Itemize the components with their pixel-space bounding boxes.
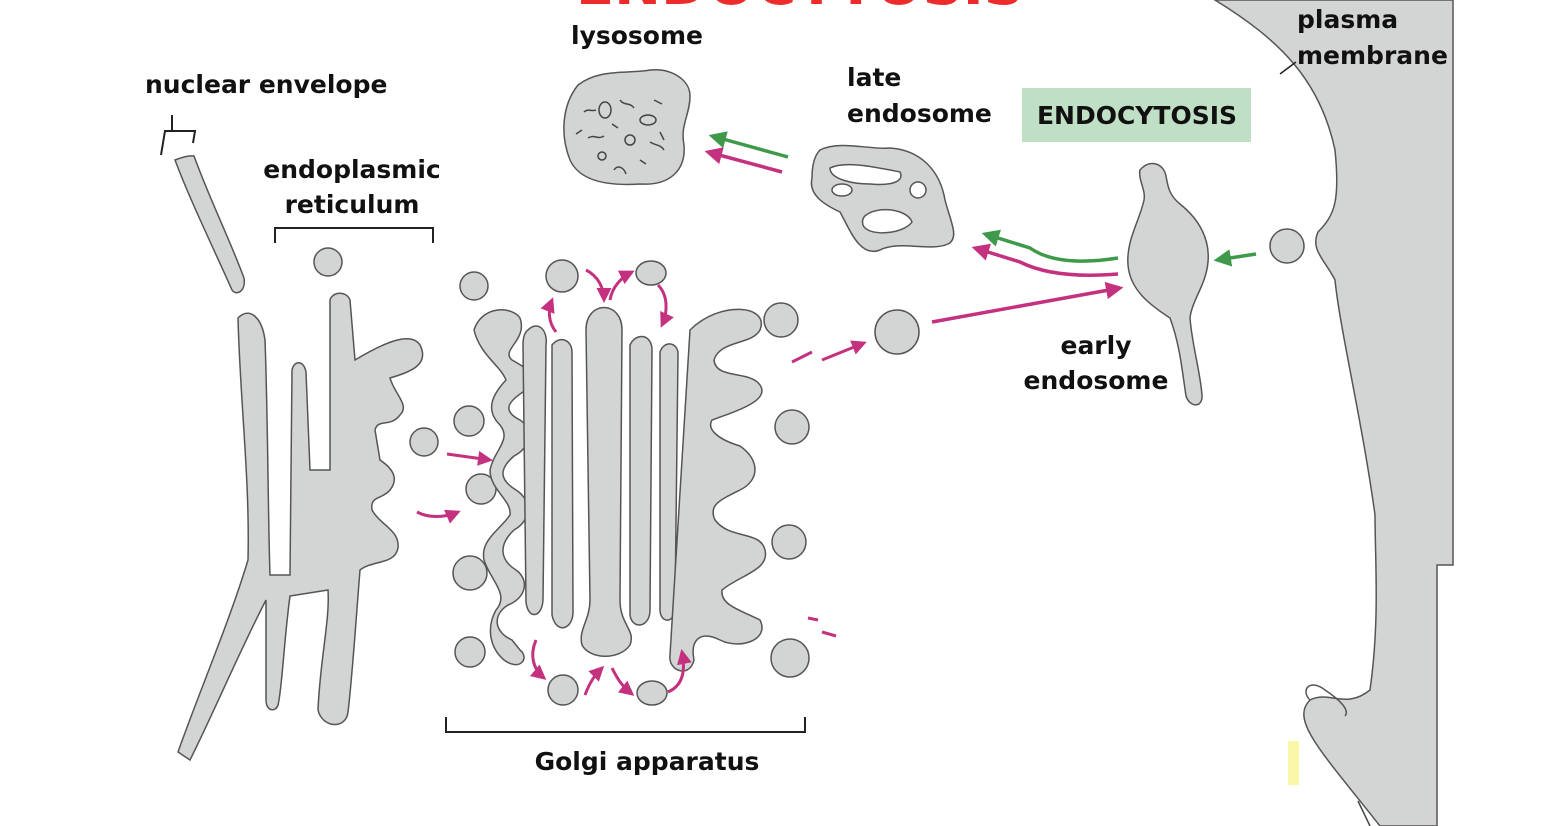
endocytosis-banner-label: ENDOCYTOSIS [1037, 101, 1237, 130]
late-endosome-label-line1: late [847, 63, 901, 92]
highlight-mark [1288, 741, 1299, 785]
er-bracket [274, 227, 434, 243]
golgi-transport-arrows [416, 268, 867, 696]
early-endosome-label-line2: endosome [1024, 366, 1169, 395]
plasma-membrane-label-line2: membrane [1297, 41, 1448, 70]
golgi-cisternae [473, 306, 767, 672]
early-endosome-shape [1127, 162, 1305, 406]
er-label-line2: reticulum [285, 190, 420, 219]
golgi-bracket [445, 717, 806, 733]
plasma-membrane-label-line1: plasma [1297, 5, 1398, 34]
endocytosis-banner [1022, 88, 1251, 142]
golgi-apparatus-label: Golgi apparatus [535, 747, 760, 776]
endocytosis-arrows [704, 131, 1257, 324]
nuclear-envelope-shape [160, 115, 245, 294]
plasma-membrane [1213, 0, 1454, 826]
late-endosome-shape [810, 144, 955, 253]
plasma-membrane-pointer [1279, 61, 1297, 75]
late-endosome-label-line2: endosome [847, 99, 992, 128]
lysosome-label: lysosome [571, 21, 703, 50]
er-label-line1: endoplasmic [263, 155, 440, 184]
endoplasmic-reticulum-shape [177, 247, 439, 762]
page-title: ENDOCYTOSIS [576, 0, 1024, 18]
nuclear-envelope-label: nuclear envelope [145, 70, 387, 99]
lysosome-shape [563, 69, 691, 186]
early-endosome-label-line1: early [1060, 331, 1131, 360]
golgi-vesicles [452, 259, 920, 706]
